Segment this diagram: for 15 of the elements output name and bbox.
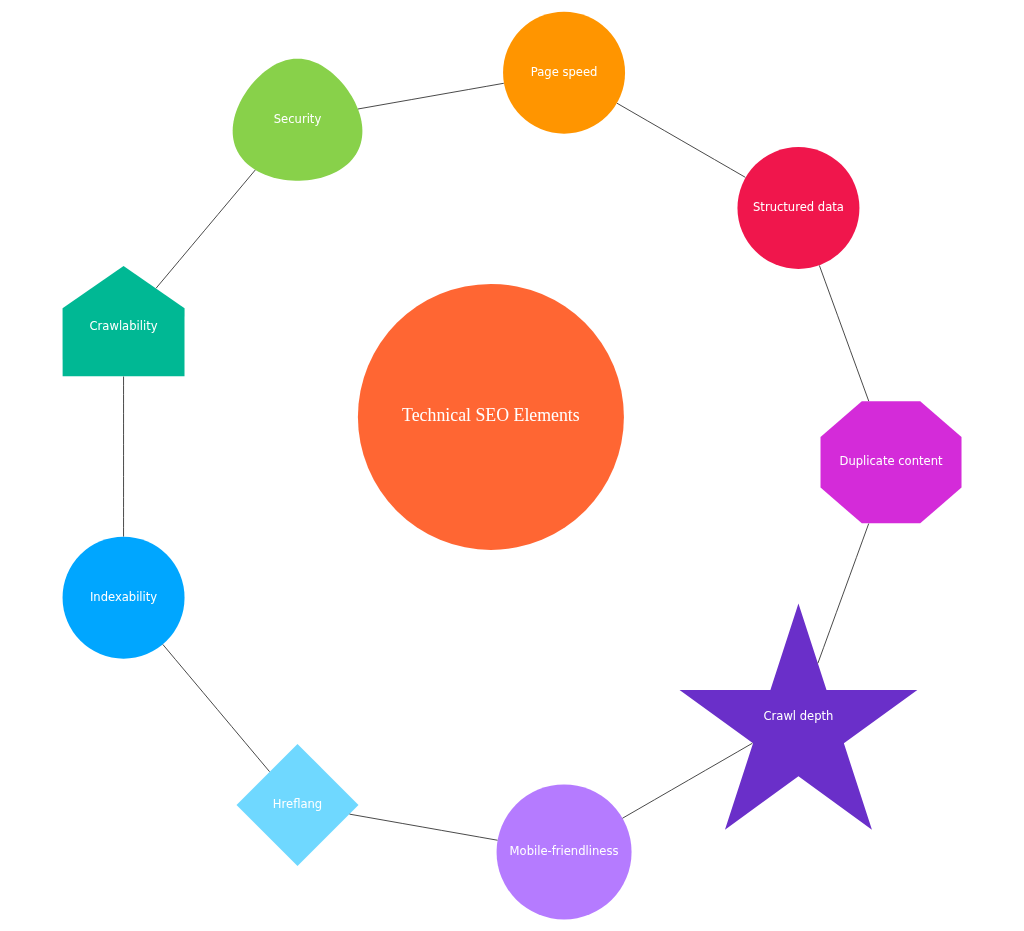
node-circle: Technical SEO Elements: [357, 283, 624, 550]
node-circle: Page speed: [503, 11, 626, 134]
node-circle: Structured data: [737, 147, 860, 269]
node-circle: Mobile-friendliness: [496, 784, 632, 920]
connector: [817, 523, 870, 664]
connector: [155, 169, 256, 289]
connector: [349, 813, 498, 841]
connector: [622, 742, 753, 819]
connector: [123, 376, 124, 537]
node-diamond: Hreflang: [236, 744, 359, 866]
node-circle: Indexability: [62, 536, 185, 659]
connector: [357, 82, 505, 110]
connector: [162, 643, 270, 773]
connector: [616, 102, 746, 178]
connector: [818, 264, 870, 402]
